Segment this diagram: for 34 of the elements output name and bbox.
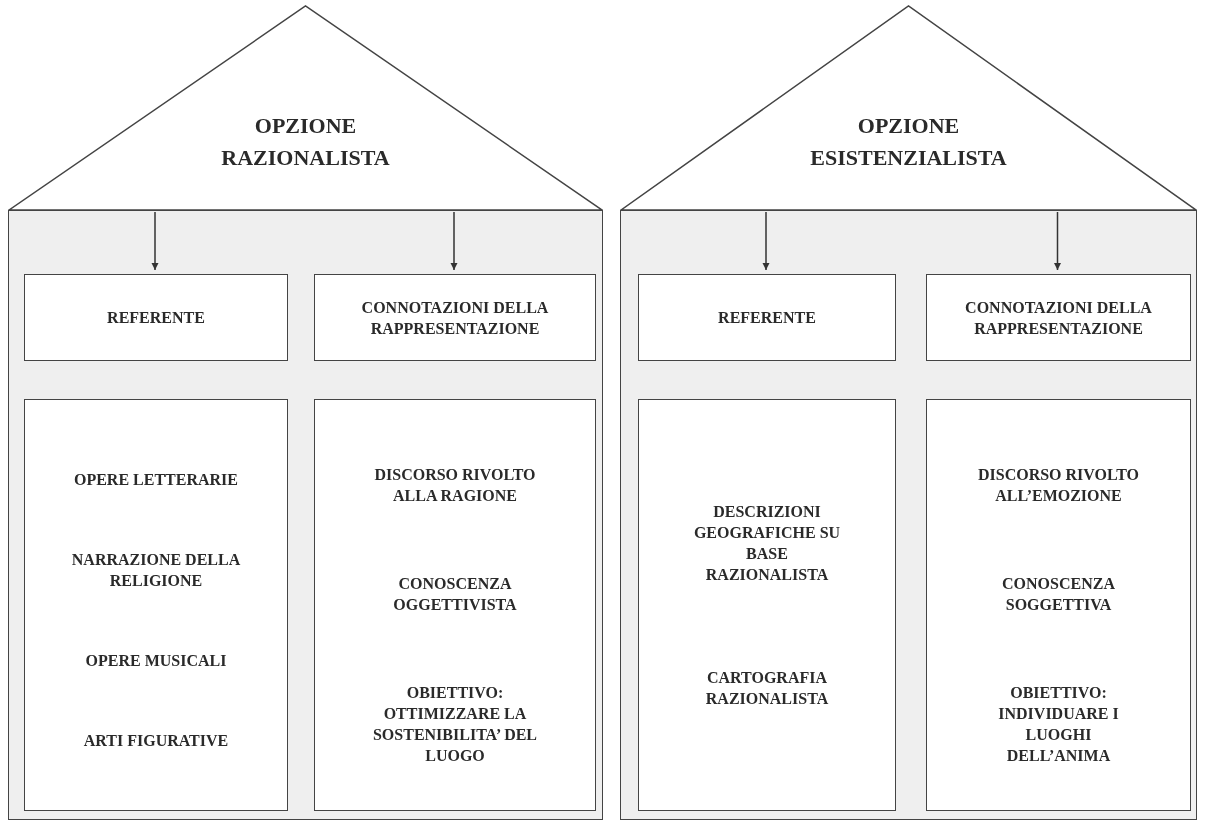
- roof-shape: [8, 5, 603, 210]
- box-text: REFERENTE: [718, 308, 816, 328]
- text-box: [24, 274, 288, 361]
- house-body: [8, 210, 603, 820]
- arrow: [762, 211, 770, 271]
- box-text: ARTI FIGURATIVE: [83, 730, 229, 751]
- text-box: [24, 399, 288, 811]
- heading-text: OPZIONE RAZIONALISTA: [220, 112, 391, 172]
- text-box: [314, 274, 596, 361]
- box-text: OBIETTIVO: OTTIMIZZARE LA SOSTENIBILITA’ DEL LUOGO: [371, 683, 539, 767]
- arrow: [1053, 211, 1062, 271]
- box-text: CONNOTAZIONI DELLA RAPPRESENTAZIONE: [360, 297, 550, 339]
- box-text: OPERE MUSICALI: [85, 650, 227, 671]
- text-box: [638, 399, 896, 811]
- box-text: CONOSCENZA OGGETTIVISTA: [392, 574, 518, 615]
- box-text: OBIETTIVO: INDIVIDUARE I LUOGHI DELL’ANIMA: [997, 683, 1120, 767]
- text-box: [926, 399, 1191, 811]
- text-box: [926, 274, 1191, 361]
- box-text: DISCORSO RIVOLTO ALL’EMOZIONE: [976, 464, 1141, 506]
- arrow: [151, 211, 159, 271]
- text-box: [314, 399, 596, 811]
- box-text: CONOSCENZA SOGGETTIVA: [1001, 574, 1116, 615]
- box-text: DISCORSO RIVOLTO ALLA RAGIONE: [373, 464, 537, 506]
- box-text: CONNOTAZIONI DELLA RAPPRESENTAZIONE: [964, 297, 1153, 339]
- box-text: CARTOGRAFIA RAZIONALISTA: [704, 668, 830, 709]
- box-text: NARRAZIONE DELLA RELIGIONE: [70, 550, 242, 592]
- arrow: [450, 211, 458, 271]
- heading-text: OPZIONE ESISTENZIALISTA: [809, 112, 1008, 172]
- roof-shape: [620, 5, 1197, 210]
- house-body: [620, 210, 1197, 820]
- box-text: DESCRIZIONI GEOGRAFICHE SU BASE RAZIONALISTA: [692, 502, 842, 585]
- box-text: REFERENTE: [107, 308, 205, 328]
- text-box: [638, 274, 896, 361]
- box-text: OPERE LETTERARIE: [73, 470, 238, 491]
